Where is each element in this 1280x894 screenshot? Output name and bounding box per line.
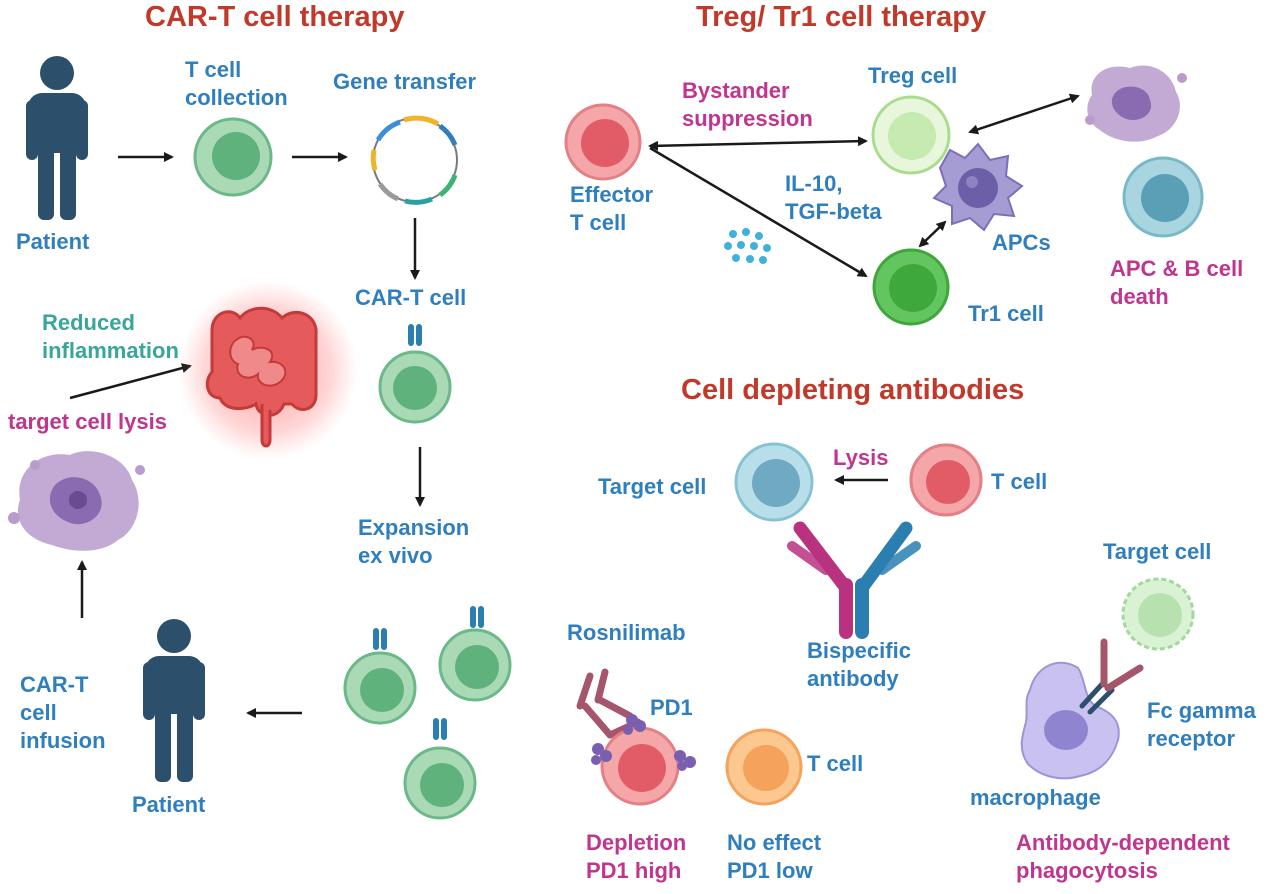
patient-label-top: Patient — [16, 229, 90, 254]
apcs-label: APCs — [992, 230, 1051, 255]
arrow-effector-tr1 — [649, 146, 868, 278]
gene-transfer-label: Gene transfer — [333, 69, 477, 94]
tr1-cell-label: Tr1 cell — [968, 301, 1044, 326]
arrow-lysis-to-gut — [69, 363, 192, 400]
reduced-inflammation-label: Reduced inflammation — [42, 310, 179, 363]
target-cell-label: Target cell — [598, 474, 707, 499]
treg-title: Treg/ Tr1 cell therapy — [696, 1, 987, 33]
target-cell-lysis-label: target cell lysis — [8, 409, 167, 434]
car-t-cell-label: CAR-T cell — [355, 285, 467, 310]
patient-label-bottom: Patient — [132, 792, 206, 817]
t-cell-icon — [193, 117, 273, 197]
no-effect-pd1-low-label: No effect PD1 low — [727, 830, 822, 883]
apc-b-cell-death-label: APC & B cell death — [1110, 256, 1244, 309]
lysed-cell-icon — [1085, 65, 1187, 142]
t-cell-label-2: T cell — [807, 751, 864, 776]
t-cell-icon — [909, 443, 983, 517]
depletion-pd1-high-label: Depletion PD1 high — [586, 830, 687, 883]
lysed-cell-icon — [8, 451, 145, 551]
rosnilimab-label: Rosnilimab — [567, 620, 686, 645]
target-cell-icon — [734, 442, 814, 522]
pd1-high-cell — [591, 714, 696, 806]
tr1-cell-icon — [872, 248, 950, 326]
macrophage-label: macrophage — [970, 785, 1101, 810]
bispecific-antibody-icon — [787, 521, 921, 639]
fc-gamma-receptor-label: Fc gamma receptor — [1147, 698, 1256, 751]
car-t-cell-icon — [378, 324, 452, 424]
fc-receptor-antibody — [1079, 638, 1144, 715]
effector-t-cell-icon — [564, 103, 642, 181]
bystander-suppression-label: Bystander suppression — [682, 78, 813, 131]
bispecific-antibody-label: Bispecific antibody — [807, 638, 911, 691]
effector-t-cell-label: Effector T cell — [570, 182, 654, 235]
target-cell-icon — [1121, 577, 1195, 651]
t-cell-icon — [725, 728, 803, 806]
pd1-label: PD1 — [650, 695, 693, 720]
expansion-label: Expansion ex vivo — [358, 515, 470, 568]
adcp-label: Antibody-dependent phagocytosis — [1016, 830, 1230, 883]
depleting-title: Cell depleting antibodies — [681, 374, 1025, 406]
cytokine-dots-icon — [724, 228, 771, 264]
expanded-car-t-cells — [343, 606, 512, 820]
b-cell-icon — [1122, 156, 1204, 238]
apc-icon — [932, 142, 1024, 232]
patient-icon — [26, 56, 88, 220]
car-t-title: CAR-T cell therapy — [145, 1, 405, 33]
arrow-treg-to-dying — [968, 93, 1080, 135]
arrow-apc-tr1 — [918, 220, 947, 248]
intestine-icon — [178, 280, 358, 460]
target-cell-label-2: Target cell — [1103, 539, 1212, 564]
plasmid-icon — [370, 115, 458, 205]
lysis-label: Lysis — [833, 445, 889, 470]
t-cell-label: T cell — [991, 469, 1048, 494]
arrow-effector-treg — [648, 136, 868, 151]
treg-cell-icon — [871, 95, 951, 175]
patient-icon — [143, 619, 205, 782]
car-t-infusion-label: CAR-T cell infusion — [20, 672, 106, 753]
t-cell-collection-label: T cell collection — [185, 57, 288, 110]
treg-cell-label: Treg cell — [868, 63, 958, 88]
cytokines-label: IL-10, TGF-beta — [785, 171, 882, 224]
macrophage-icon — [1020, 661, 1120, 780]
